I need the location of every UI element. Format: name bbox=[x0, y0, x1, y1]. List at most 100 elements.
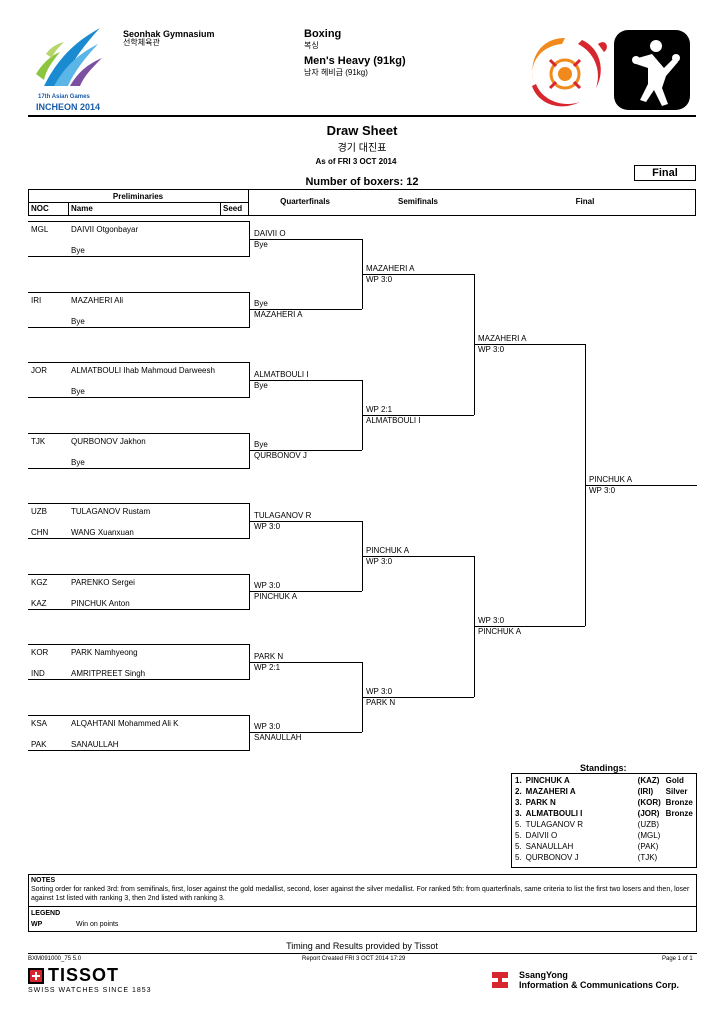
phase-badge: Final bbox=[634, 165, 696, 181]
quarterfinal-line bbox=[250, 661, 362, 663]
games-emblem-icon bbox=[36, 28, 102, 86]
sponsor-name: SsangYong bbox=[519, 970, 568, 980]
standings-name: PINCHUK A bbox=[525, 776, 570, 785]
entry-bracket-connector bbox=[249, 503, 250, 539]
games-logo-line1: 17th Asian Games bbox=[38, 94, 90, 100]
entry-name: PARENKO Sergei bbox=[71, 577, 135, 587]
entry-line bbox=[28, 608, 250, 610]
standings-row: 2.MAZAHERI A(IRI)Silver bbox=[513, 786, 695, 797]
boxing-pictogram-icon bbox=[614, 30, 690, 110]
entry-line bbox=[28, 326, 250, 328]
header-rule bbox=[28, 115, 696, 117]
legend-desc: Win on points bbox=[76, 921, 119, 928]
semifinal-line bbox=[362, 273, 474, 275]
entry-name: TULAGANOV Rustam bbox=[71, 507, 151, 516]
column-header-sep bbox=[248, 189, 249, 216]
sun-logo-icon bbox=[532, 38, 607, 107]
semifinal-bottom: ALMATBOULI I bbox=[366, 415, 421, 425]
semifinal-line bbox=[362, 555, 474, 557]
standings-row: 5.TULAGANOV R(UZB) bbox=[513, 819, 695, 830]
entry-line bbox=[28, 644, 250, 645]
standings-noc: (MGL) bbox=[637, 831, 661, 840]
standings-rank: 3. bbox=[515, 798, 522, 807]
notes-text: Sorting order for ranked 3rd: from semif… bbox=[31, 886, 690, 902]
noc-sep bbox=[68, 202, 69, 216]
sponsor-emblem-icon bbox=[492, 972, 508, 988]
standings-rank: 5. bbox=[515, 853, 522, 862]
quarterfinal-line bbox=[250, 450, 362, 452]
standings-name: DAIVII O bbox=[525, 831, 558, 840]
header-preliminaries: Preliminaries bbox=[112, 192, 164, 201]
final-line bbox=[474, 344, 585, 346]
winner-name: PINCHUK A bbox=[589, 475, 633, 485]
semifinal-top: MAZAHERI A bbox=[366, 263, 415, 273]
quarterfinal-line bbox=[250, 309, 362, 311]
standings-medal: Bronze bbox=[665, 798, 693, 807]
final-bottom: WP 3:0 bbox=[478, 345, 505, 355]
quarterfinal-bottom: PINCHUK A bbox=[254, 592, 298, 602]
quarterfinal-bottom: Bye bbox=[254, 380, 268, 390]
entry-line bbox=[28, 749, 250, 751]
entry-name: Bye bbox=[71, 246, 85, 256]
report-created: Report Created FRI 3 OCT 2014 17:29 bbox=[302, 956, 406, 962]
event-name-kr: 남자 헤비급 (91kg) bbox=[304, 68, 368, 77]
semifinal-line bbox=[362, 696, 474, 698]
number-of-boxers: Number of boxers: 12 bbox=[305, 176, 419, 188]
entry-bracket-connector bbox=[249, 432, 250, 468]
footer-rule bbox=[28, 953, 697, 954]
entry-noc: KSA bbox=[31, 718, 48, 728]
standings-row: 5.SANAULLAH(PAK) bbox=[513, 841, 695, 852]
standings-noc: (PAK) bbox=[637, 842, 659, 851]
semifinal-top: WP 3:0 bbox=[366, 686, 393, 696]
entry-line bbox=[28, 362, 250, 363]
entry-bracket-connector bbox=[249, 291, 250, 327]
quarterfinal-top: TULAGANOV R bbox=[254, 510, 312, 520]
tissot-wordmark: TISSOT bbox=[48, 965, 120, 985]
entry-noc: KGZ bbox=[31, 577, 48, 587]
entry-name: ALQAHTANI Mohammed Ali K bbox=[71, 718, 179, 728]
entry-name: WANG Xuanxuan bbox=[71, 528, 134, 538]
quarterfinal-bottom: SANAULLAH bbox=[254, 733, 302, 743]
standings-noc: (IRI) bbox=[637, 787, 654, 796]
boxing-pictogram bbox=[612, 28, 692, 112]
standings-rank: 5. bbox=[515, 831, 522, 840]
header-name: Name bbox=[71, 204, 93, 213]
sport-name-kr: 복싱 bbox=[304, 41, 319, 50]
semifinal-top: WP 2:1 bbox=[366, 404, 393, 414]
legend-label: LEGEND bbox=[31, 910, 61, 917]
standings-noc: (TJK) bbox=[637, 853, 658, 862]
final-bottom: PINCHUK A bbox=[478, 627, 522, 637]
standings-row: 5.DAIVII O (MGL) bbox=[513, 830, 695, 841]
quarterfinal-bottom: MAZAHERI A bbox=[254, 310, 303, 320]
notes-box bbox=[28, 874, 697, 932]
standings-rank: 3. bbox=[515, 809, 522, 818]
header-noc: NOC bbox=[31, 204, 49, 213]
entry-line bbox=[28, 679, 250, 681]
games-mascot-logo bbox=[520, 30, 610, 112]
entry-bracket-connector bbox=[249, 221, 250, 257]
page-number: Page 1 of 1 bbox=[662, 956, 693, 962]
quarterfinal-line bbox=[250, 379, 362, 381]
venue-name-kr: 선학체육관 bbox=[123, 38, 160, 47]
standings-noc: (KAZ) bbox=[637, 776, 660, 785]
quarterfinal-line bbox=[250, 591, 362, 593]
entry-noc: CHN bbox=[31, 528, 49, 538]
report-code: BXM091000_75 5.0 bbox=[28, 956, 82, 962]
standings-rank: 1. bbox=[515, 776, 522, 785]
entry-name: DAIVII Otgonbayar bbox=[71, 225, 139, 234]
semifinal-top: PINCHUK A bbox=[366, 545, 410, 555]
standings-row: 1.PINCHUK A(KAZ)Gold bbox=[513, 775, 695, 786]
quarterfinal-top: WP 3:0 bbox=[254, 581, 281, 591]
seed-sep bbox=[220, 202, 221, 216]
entry-name: QURBONOV Jakhon bbox=[71, 436, 146, 446]
entry-noc: KAZ bbox=[31, 598, 47, 608]
semifinal-bottom: WP 3:0 bbox=[366, 274, 393, 284]
entry-line bbox=[28, 538, 250, 540]
sponsor-subtitle: Information & Communications Corp. bbox=[519, 980, 680, 990]
winner-result: WP 3:0 bbox=[589, 486, 616, 496]
entry-noc: KOR bbox=[31, 648, 49, 657]
legend-divider bbox=[28, 906, 697, 907]
standings-name: MAZAHERI A bbox=[525, 787, 576, 796]
semifinal-bottom: PARK N bbox=[366, 697, 396, 707]
